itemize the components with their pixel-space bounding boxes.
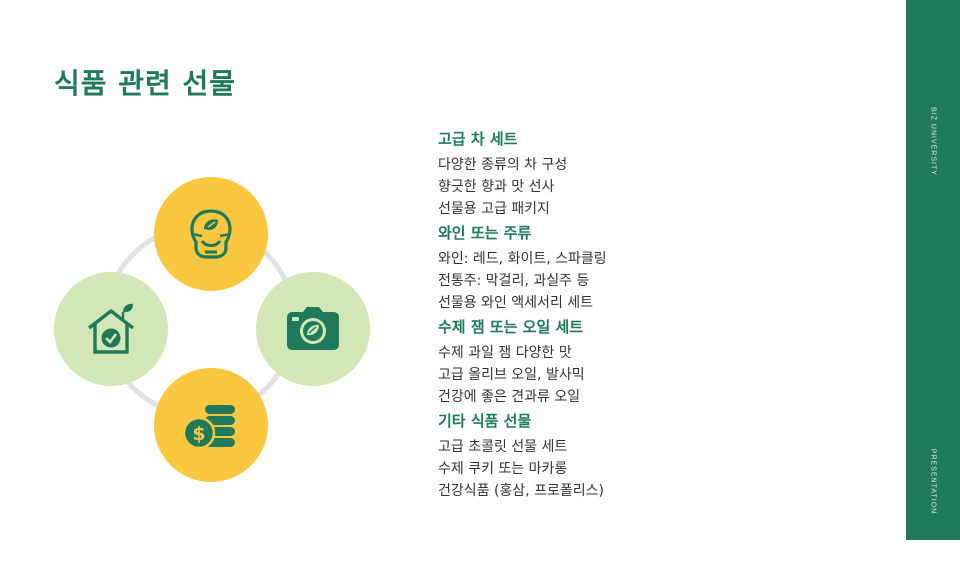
list-item: 와인: 레드, 화이트, 스파클링	[438, 251, 607, 267]
section-other-food: 기타 식품 선물 고급 초콜릿 선물 세트 수제 쿠키 또는 마카롱 건강식품 …	[438, 410, 878, 502]
house-check-icon	[87, 303, 135, 354]
list-item: 건강식품 (홍삼, 프로폴리스)	[438, 483, 604, 499]
svg-text:$: $	[192, 423, 205, 445]
coins-dollar-icon: $	[183, 405, 235, 450]
page-title: 식품 관련 선물	[54, 67, 237, 100]
section-heading: 고급 차 세트	[438, 130, 518, 148]
list-item: 건강에 좋은 견과류 오일	[438, 389, 581, 405]
list-item: 고급 올리브 오일, 발사믹	[438, 367, 585, 383]
head-leaf-icon	[190, 209, 232, 259]
section-heading: 기타 식품 선물	[438, 412, 532, 430]
list-item: 고급 초콜릿 선물 세트	[438, 439, 568, 455]
section-wine: 와인 또는 주류 와인: 레드, 화이트, 스파클링 전통주: 막걸리, 과실주…	[438, 222, 878, 314]
section-tea: 고급 차 세트 다양한 종류의 차 구성 향긋한 향과 맛 선사 선물용 고급 …	[438, 128, 878, 220]
side-label-top: BIZ UNIVERSITY	[929, 107, 937, 176]
node-left	[54, 272, 168, 386]
side-label-bottom: PRESENTATION	[929, 448, 937, 515]
node-top	[154, 177, 268, 291]
list-item: 선물용 고급 패키지	[438, 201, 550, 217]
list-item: 수제 쿠키 또는 마카롱	[438, 461, 568, 477]
list-item: 향긋한 향과 맛 선사	[438, 179, 555, 195]
node-right	[256, 272, 370, 386]
camera-leaf-icon	[287, 307, 339, 350]
list-item: 전통주: 막걸리, 과실주 등	[438, 273, 590, 289]
side-bar: BIZ UNIVERSITY PRESENTATION	[906, 0, 960, 540]
section-heading: 와인 또는 주류	[438, 224, 532, 242]
section-heading: 수제 잼 또는 오일 세트	[438, 318, 584, 336]
section-jam-oil: 수제 잼 또는 오일 세트 수제 과일 잼 다양한 맛 고급 올리브 오일, 발…	[438, 316, 878, 408]
list-item: 다양한 종류의 차 구성	[438, 157, 568, 173]
list-item: 선물용 와인 액세서리 세트	[438, 295, 594, 311]
node-bottom: $	[154, 368, 268, 482]
icon-cycle-diagram: $	[0, 0, 420, 540]
list-item: 수제 과일 잼 다양한 맛	[438, 345, 572, 361]
gift-list: 고급 차 세트 다양한 종류의 차 구성 향긋한 향과 맛 선사 선물용 고급 …	[438, 128, 878, 502]
